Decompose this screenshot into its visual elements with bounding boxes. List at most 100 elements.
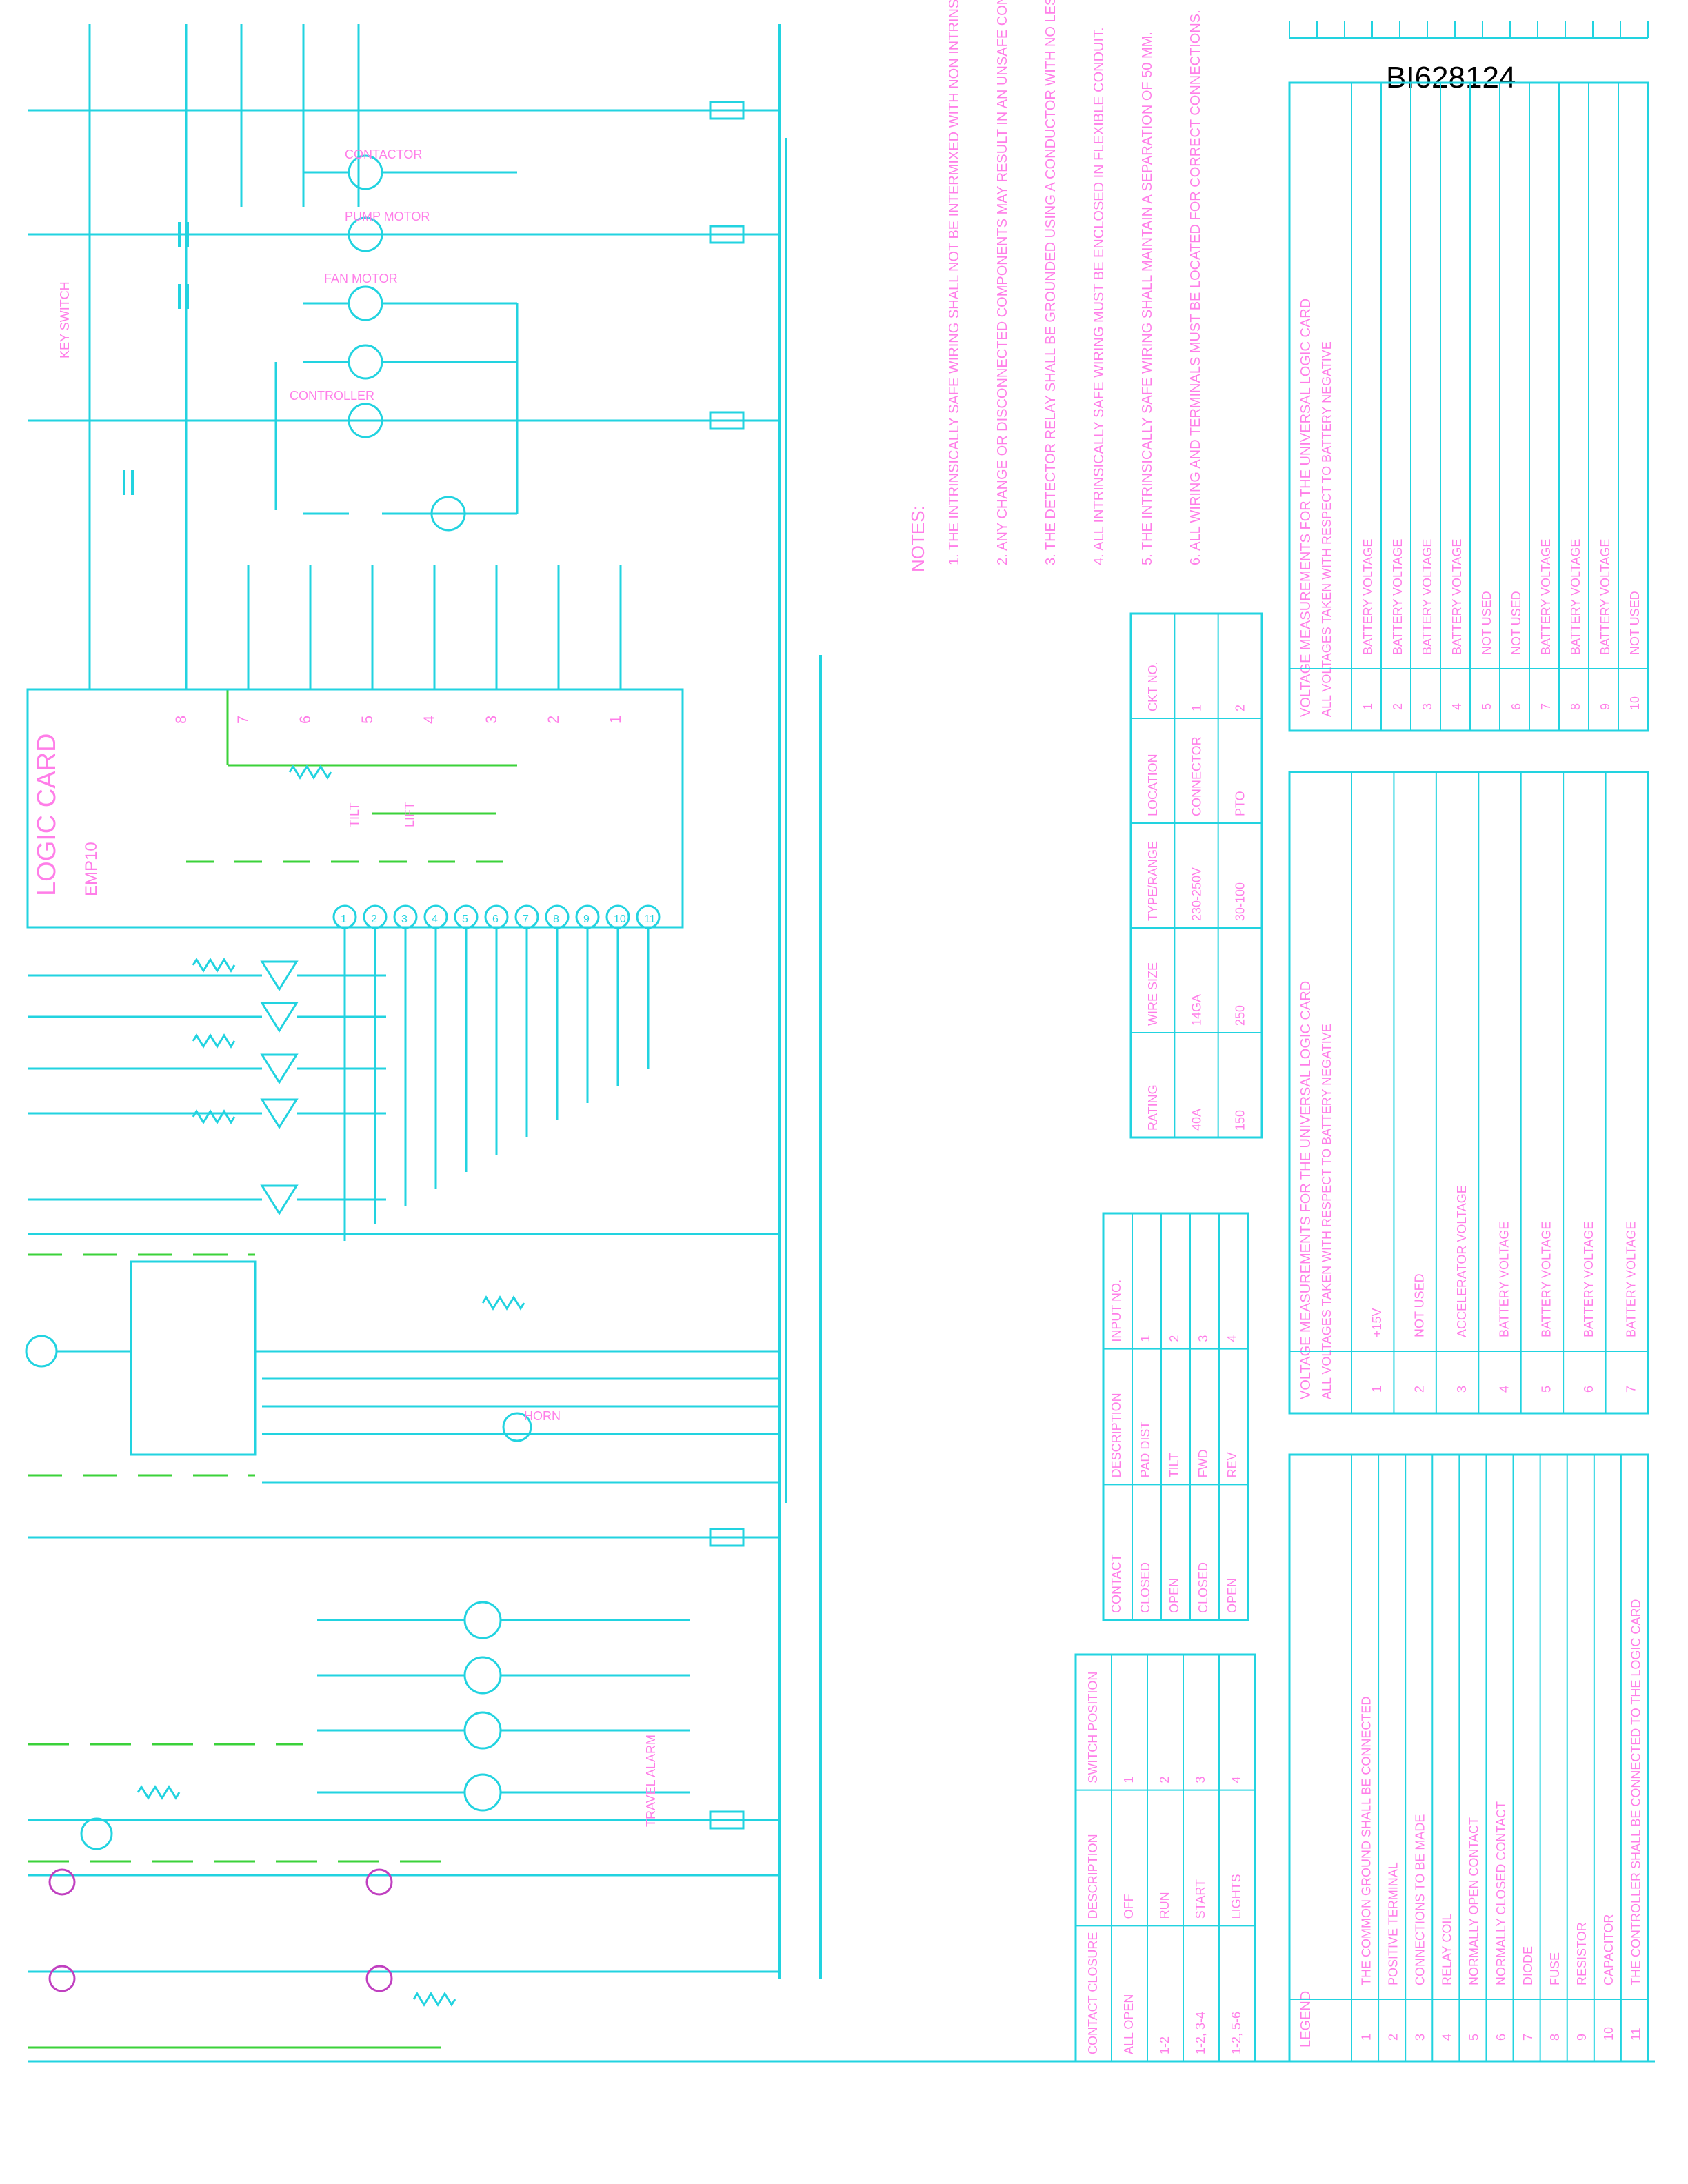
voltage-table-a-pin: 8 bbox=[1569, 703, 1582, 710]
voltage-table-a-pin: 5 bbox=[1480, 703, 1494, 710]
voltage-table-a-desc: BATTERY VOLTAGE bbox=[1450, 539, 1464, 655]
card-terminal-label-2: 2 bbox=[371, 913, 377, 925]
voltage-table-a-desc: BATTERY VOLTAGE bbox=[1361, 539, 1375, 655]
voltage-table-b-desc: BATTERY VOLTAGE bbox=[1582, 1222, 1596, 1337]
legend-table-frame bbox=[1288, 1453, 1649, 2063]
pilot-lamp-3 bbox=[365, 1965, 393, 1992]
voltage-table-a-pin: 3 bbox=[1420, 703, 1434, 710]
circuit-rating-table-cell: 14GA bbox=[1189, 994, 1203, 1026]
input-status-table-cell: PAD DIST bbox=[1138, 1422, 1152, 1478]
master-switch-table-cell: 1-2, 3-4 bbox=[1194, 2012, 1207, 2054]
component-label-1: PUMP MOTOR bbox=[345, 210, 430, 223]
legend-table-pin: 6 bbox=[1494, 2034, 1508, 2041]
input-status-table-header: INPUT NO. bbox=[1109, 1280, 1123, 1342]
legend-table-desc: POSITIVE TERMINAL bbox=[1386, 1862, 1400, 1985]
voltage-table-b-title: VOLTAGE MEASUREMENTS FOR THE UNIVERSAL L… bbox=[1298, 981, 1314, 1399]
circuit-rating-table-frame bbox=[1129, 612, 1263, 1139]
resistor-1 bbox=[192, 958, 236, 973]
voltage-table-a-pin: 9 bbox=[1598, 703, 1612, 710]
input-status-table-cell: OPEN bbox=[1167, 1578, 1181, 1613]
voltage-table-b: VOLTAGE MEASUREMENTS FOR THE UNIVERSAL L… bbox=[1288, 771, 1649, 1415]
master-switch-table-cell: LIGHTS bbox=[1229, 1874, 1243, 1919]
voltage-table-a-desc: BATTERY VOLTAGE bbox=[1420, 539, 1434, 655]
card-terminal-5 bbox=[454, 904, 479, 929]
voltage-table-a-desc: BATTERY VOLTAGE bbox=[1539, 539, 1553, 655]
input-status-table-cell: 4 bbox=[1225, 1335, 1239, 1342]
voltage-table-a-pin: 1 bbox=[1361, 703, 1375, 710]
card-terminal-6 bbox=[484, 904, 509, 929]
voltage-table-b-desc: BATTERY VOLTAGE bbox=[1497, 1222, 1511, 1337]
component-label-4: HORN bbox=[524, 1409, 561, 1423]
fuse-4 bbox=[709, 1810, 745, 1830]
circuit-rating-table-cell: 230-250V bbox=[1189, 867, 1203, 921]
driver-triangle-0 bbox=[260, 960, 299, 991]
circuit-rating-table-cell: 250 bbox=[1234, 1005, 1247, 1026]
legend-table-desc: THE COMMON GROUND SHALL BE CONNECTED bbox=[1359, 1697, 1373, 1985]
component-label-8: LIFT bbox=[403, 802, 416, 827]
motor-coil-3 bbox=[348, 344, 383, 380]
card-terminal-label-4: 4 bbox=[432, 913, 438, 925]
circuit-rating-table-cell: CONNECTOR bbox=[1189, 736, 1203, 816]
motor-coil-0 bbox=[348, 154, 383, 190]
top-terminal-1: 1 bbox=[607, 716, 624, 724]
legend-table-desc: CAPACITOR bbox=[1602, 1914, 1616, 1985]
resistor-0 bbox=[288, 765, 332, 780]
motor-coil-2 bbox=[348, 285, 383, 321]
input-status-table-cell: 2 bbox=[1167, 1335, 1181, 1342]
notes-heading: NOTES: bbox=[907, 505, 928, 572]
card-terminal-3 bbox=[393, 904, 418, 929]
circuit-rating-table-header: TYPE/RANGE bbox=[1146, 841, 1160, 921]
voltage-table-a: VOLTAGE MEASUREMENTS FOR THE UNIVERSAL L… bbox=[1288, 81, 1649, 732]
legend-table-desc: RESISTOR bbox=[1575, 1922, 1589, 1985]
input-status-table-cell: 3 bbox=[1196, 1335, 1210, 1342]
legend-table-pin: 7 bbox=[1521, 2034, 1535, 2041]
component-label-6: KEY SWITCH bbox=[58, 281, 72, 358]
motor-coil-5 bbox=[430, 496, 466, 532]
input-status-table-cell: CLOSED bbox=[1138, 1562, 1152, 1613]
card-terminal-9 bbox=[575, 904, 600, 929]
driver-triangle-3 bbox=[260, 1098, 299, 1129]
input-status-table-frame bbox=[1102, 1212, 1249, 1621]
note-1: 1. THE INTRINSICALLY SAFE WIRING SHALL N… bbox=[947, 0, 962, 565]
lamp-1 bbox=[463, 1656, 502, 1695]
circuit-rating-table-header: RATING bbox=[1146, 1084, 1160, 1131]
pilot-lamp-2 bbox=[48, 1965, 76, 1992]
top-terminal-8: 8 bbox=[172, 716, 190, 724]
motor-coil-4 bbox=[348, 403, 383, 438]
card-terminal-11 bbox=[636, 904, 661, 929]
component-label-3: CONTROLLER bbox=[290, 389, 374, 403]
master-switch-table-header: SWITCH POSITION bbox=[1086, 1672, 1100, 1783]
voltage-table-b-pin: 5 bbox=[1540, 1386, 1554, 1393]
circuit-rating-table-cell: 30-100 bbox=[1234, 882, 1247, 921]
voltage-table-a-title: VOLTAGE MEASUREMENTS FOR THE UNIVERSAL L… bbox=[1298, 299, 1314, 717]
legend-table-pin: 11 bbox=[1629, 2028, 1642, 2041]
wire-layer bbox=[28, 24, 1655, 2063]
voltage-table-b-pin: 3 bbox=[1455, 1386, 1469, 1393]
circuit-rating-table-header: LOCATION bbox=[1146, 754, 1160, 816]
component-label-5: TRAVEL ALARM bbox=[644, 1735, 658, 1827]
master-switch-table-cell: 1-2, 5-6 bbox=[1229, 2012, 1243, 2054]
voltage-table-b-pin: 1 bbox=[1370, 1386, 1384, 1393]
legend-table-title: LEGEND bbox=[1298, 1991, 1314, 2048]
voltage-table-b-frame bbox=[1288, 771, 1649, 1415]
note-4: 4. ALL INTRINSICALLY SAFE WIRING MUST BE… bbox=[1092, 27, 1107, 565]
lamp-0 bbox=[463, 1601, 502, 1639]
card-terminal-10 bbox=[605, 904, 630, 929]
legend-table-desc: CONNECTIONS TO BE MADE bbox=[1414, 1814, 1427, 1985]
voltage-table-a-desc: BATTERY VOLTAGE bbox=[1569, 539, 1582, 655]
input-status-table-cell: FWD bbox=[1196, 1449, 1210, 1477]
resistor-5 bbox=[137, 1785, 181, 1800]
input-status-table-cell: 1 bbox=[1138, 1335, 1152, 1342]
card-terminal-4 bbox=[423, 904, 448, 929]
legend-table-desc: FUSE bbox=[1548, 1952, 1562, 1985]
component-label-2: FAN MOTOR bbox=[324, 272, 398, 285]
circuit-rating-table-header: WIRE SIZE bbox=[1146, 962, 1160, 1026]
master-switch-table-cell: 4 bbox=[1229, 1777, 1243, 1783]
input-status-table-header: CONTACT bbox=[1109, 1554, 1123, 1613]
driver-triangle-1 bbox=[260, 1002, 299, 1033]
voltage-table-a-pin: 4 bbox=[1450, 703, 1464, 710]
card-terminal-label-7: 7 bbox=[523, 913, 529, 925]
